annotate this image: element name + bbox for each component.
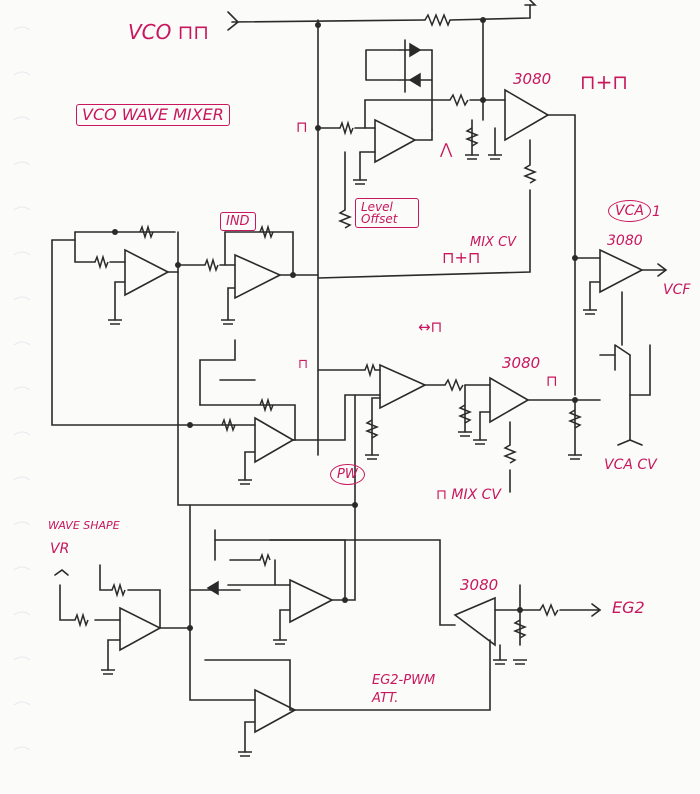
vca-cv-label: VCA CV bbox=[604, 457, 657, 473]
eg2-pwm-att-label: EG2-PWM ATT. bbox=[372, 673, 436, 707]
junction-dots bbox=[112, 17, 578, 631]
mixed-out-label: ⊓+⊓ bbox=[580, 70, 628, 94]
ind-label: IND bbox=[220, 212, 256, 231]
var-r-label: VR bbox=[50, 541, 70, 557]
vcf-out-label: VCF bbox=[663, 282, 691, 298]
wave-mixer-title: VCO WAVE MIXER bbox=[76, 104, 230, 126]
vco-input-label: VCO ⊓⊓ bbox=[128, 20, 209, 44]
vca-label: VCA bbox=[608, 200, 651, 222]
pw-label: PW bbox=[330, 464, 365, 485]
vca-number: 1 bbox=[652, 204, 661, 220]
wave-shape-label: WAVE SHAPE bbox=[48, 519, 120, 532]
level-offset-label: Level Offset bbox=[355, 198, 419, 228]
resistors bbox=[74, 12, 583, 639]
ota-vca-label: 3080 bbox=[607, 233, 643, 249]
pulse-mix-cv-label: ⊓ MIX CV bbox=[436, 487, 501, 503]
pulse-node-label: ⊓ bbox=[298, 357, 309, 372]
circuit-wires bbox=[51, 0, 668, 753]
mix-cv-label: MIX CV bbox=[470, 235, 517, 250]
diodes bbox=[206, 42, 422, 596]
saw-node-label: ⊓ bbox=[296, 118, 308, 136]
pulse-out-label: ⊓ bbox=[546, 372, 558, 390]
ground-symbols bbox=[101, 154, 597, 757]
ota-pulse-label: 3080 bbox=[502, 354, 541, 372]
ota-top-label: 3080 bbox=[513, 70, 552, 88]
eg2-label: EG2 bbox=[612, 598, 645, 617]
pwm-symbol-label: ↔⊓ bbox=[418, 318, 443, 336]
mix-cv-sum-label: ⊓+⊓ bbox=[442, 248, 481, 267]
notebook-rules bbox=[13, 26, 31, 751]
tri-node-label: ⋀ bbox=[440, 140, 453, 158]
ota-pwm-label: 3080 bbox=[460, 576, 499, 594]
